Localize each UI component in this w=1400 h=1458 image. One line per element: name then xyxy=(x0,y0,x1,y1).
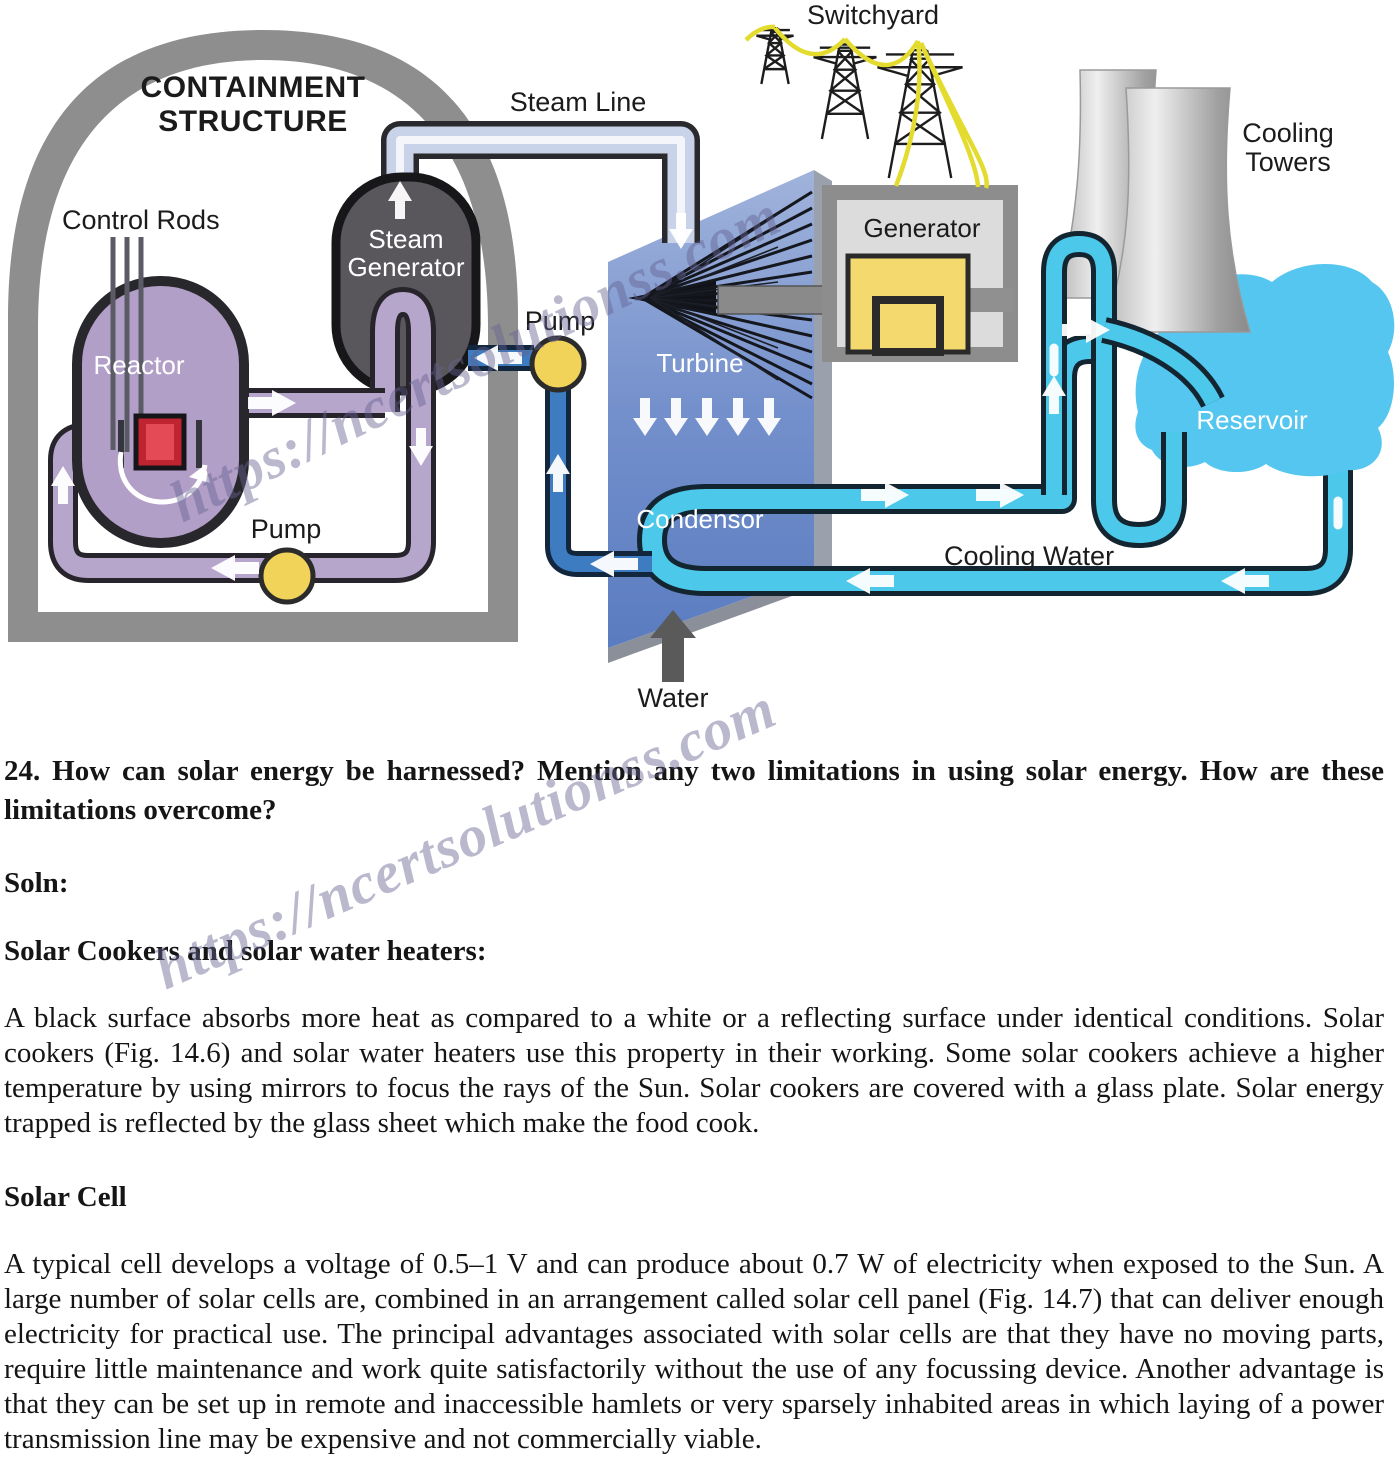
arrow-left-icon xyxy=(590,551,638,577)
cooling-water-label: Cooling Water xyxy=(944,541,1114,571)
arrow-left-icon xyxy=(211,555,259,581)
arrow-up-icon xyxy=(546,454,570,492)
switchyard-towers xyxy=(744,24,989,189)
pump-lower-icon xyxy=(258,547,316,605)
solar-cell-paragraph: A typical cell develops a voltage of 0.5… xyxy=(4,1248,1384,1455)
tower-feed-pipes xyxy=(1041,231,1225,548)
turbine-shaft xyxy=(717,285,827,315)
circulation-arrow-head xyxy=(189,465,210,483)
generator-stub-shaft xyxy=(968,288,1014,312)
transmission-wires-icon xyxy=(744,24,989,189)
flow-arrows xyxy=(51,181,1343,594)
reservoir-label: Reservoir xyxy=(1196,405,1308,435)
arrow-right-icon xyxy=(976,482,1024,508)
arrow-right-icon xyxy=(248,390,296,416)
pylon-icon xyxy=(755,27,795,85)
cooling-towers xyxy=(1057,69,1252,333)
pump-upper-label: Pump xyxy=(525,306,596,336)
question-24: 24. How can solar energy be harnessed? M… xyxy=(4,755,1384,826)
steam-generator-label-2: Generator xyxy=(347,252,464,282)
arrow-up-icon xyxy=(1042,376,1066,414)
flow-dashes xyxy=(1049,343,1343,530)
generator-label: Generator xyxy=(863,213,980,243)
reactor-core-glow xyxy=(146,424,174,460)
steam-line-pipe xyxy=(381,121,700,243)
solar-cookers-heading: Solar Cookers and solar water heaters: xyxy=(4,935,487,967)
pump-upper-icon xyxy=(529,335,587,393)
control-rods-label: Control Rods xyxy=(62,205,220,235)
circulation-arrow-icon xyxy=(117,451,208,505)
steam-generator-label-1: Steam xyxy=(368,224,443,254)
switchyard-label: Switchyard xyxy=(807,0,939,30)
steam-line-label: Steam Line xyxy=(510,87,647,117)
nuclear-power-plant-figure: CONTAINMENT STRUCTURE Control Rods React… xyxy=(8,0,1395,713)
solar-cell-heading: Solar Cell xyxy=(4,1181,127,1213)
diagram-labels: CONTAINMENT STRUCTURE Control Rods React… xyxy=(62,0,1334,713)
arrow-left-icon xyxy=(846,568,894,594)
generator-core xyxy=(872,296,944,356)
loop-pipe xyxy=(53,292,431,578)
soln-label: Soln: xyxy=(4,867,69,899)
solar-cookers-paragraph: A black surface absorbs more heat as com… xyxy=(4,1002,1384,1139)
water-label: Water xyxy=(637,683,708,713)
cooling-towers-label-2: Towers xyxy=(1245,147,1331,177)
water-inlet-arrow-icon xyxy=(650,610,696,682)
pump-lower-label: Pump xyxy=(251,514,322,544)
nuclear-power-plant-diagram: CONTAINMENT STRUCTURE Control Rods React… xyxy=(8,0,1395,713)
arrow-right-icon xyxy=(1062,317,1110,343)
reactor-label: Reactor xyxy=(93,350,184,380)
generator-unit xyxy=(822,185,1018,362)
panel-bottom-face xyxy=(608,574,814,663)
turbine-steam-arrows xyxy=(633,398,781,436)
arrow-down-icon xyxy=(669,213,693,249)
reactor-vessel xyxy=(72,237,249,548)
arrow-up-icon xyxy=(51,466,75,504)
arrow-left-icon xyxy=(474,345,522,371)
cooling-tower-icon xyxy=(1102,87,1252,333)
containment-label-1: CONTAINMENT xyxy=(141,71,366,104)
cooling-towers-label-1: Cooling xyxy=(1242,118,1334,148)
turbine-label: Turbine xyxy=(656,348,743,378)
condensor-label: Condensor xyxy=(636,504,764,534)
containment-label-2: STRUCTURE xyxy=(158,105,348,138)
arrow-left-icon xyxy=(1221,568,1269,594)
arrow-down-icon xyxy=(409,428,433,466)
arrow-right-icon xyxy=(861,482,909,508)
arrow-up-icon xyxy=(388,181,412,219)
